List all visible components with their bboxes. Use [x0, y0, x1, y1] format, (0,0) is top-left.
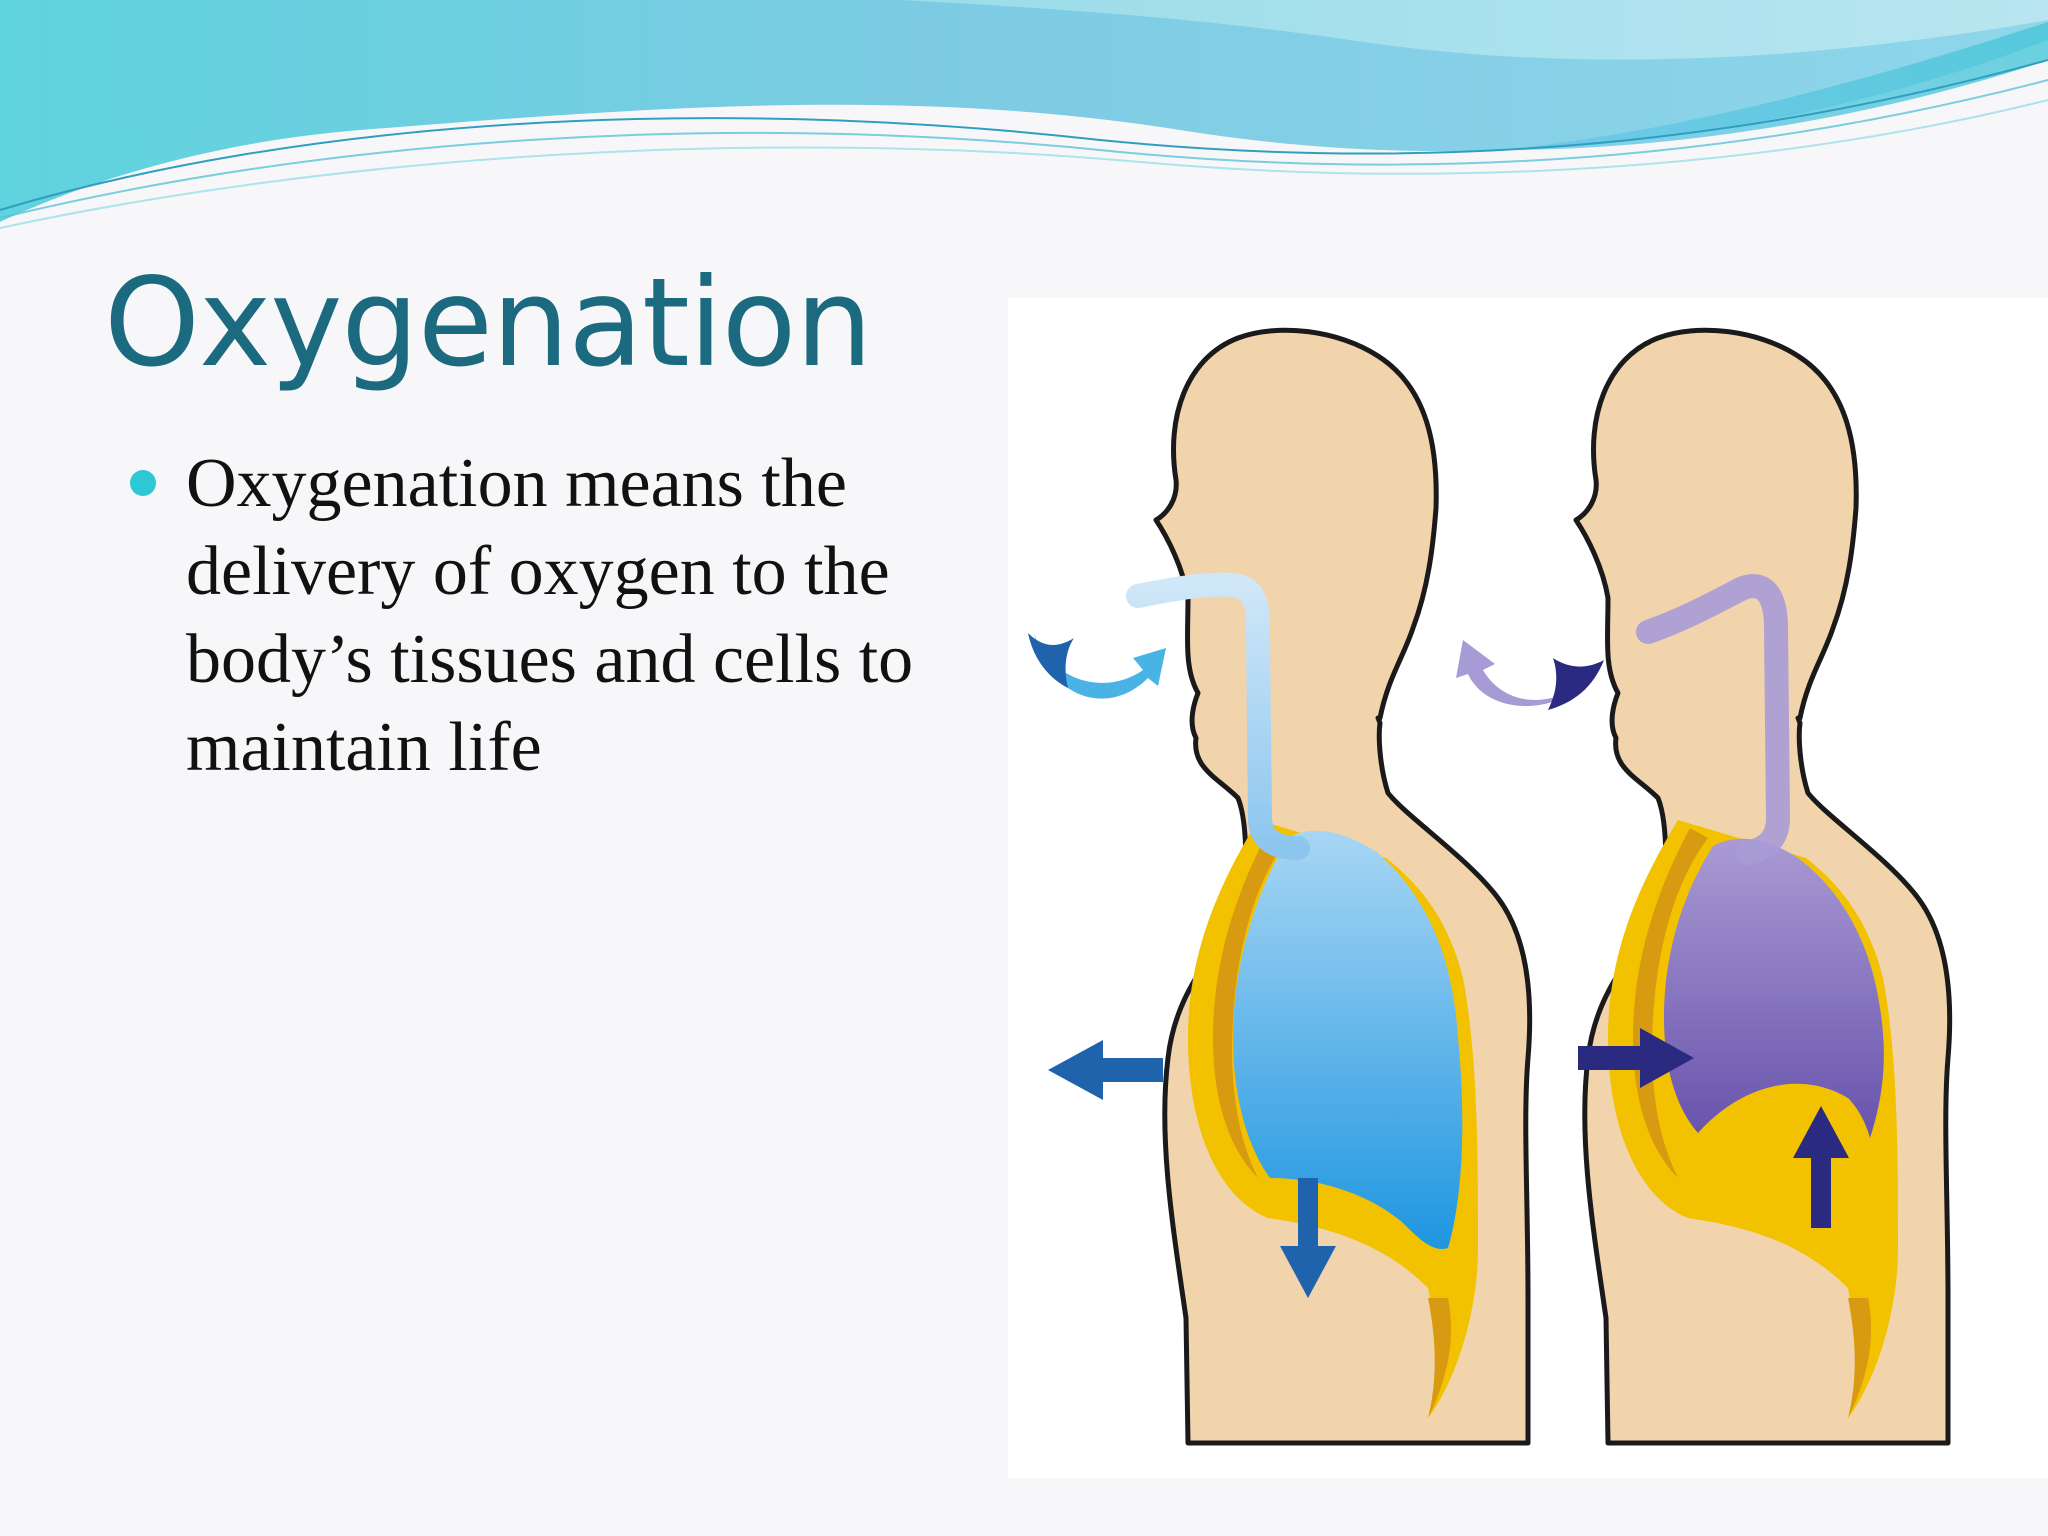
inhale-figure — [1028, 327, 1533, 1446]
bullet-text: Oxygenation means the delivery of oxygen… — [186, 445, 914, 786]
bullet-dot-icon — [130, 470, 156, 496]
breathing-inhale-exhale-diagram-icon — [1028, 327, 1953, 1446]
slide-title: Oxygenation — [104, 252, 873, 394]
exhale-figure — [1456, 327, 1953, 1446]
bullet-list: Oxygenation means the delivery of oxygen… — [126, 440, 986, 792]
wave-header-decoration — [0, 0, 2048, 240]
bullet-item: Oxygenation means the delivery of oxygen… — [126, 440, 986, 792]
breathing-diagram-image — [1008, 298, 2048, 1478]
